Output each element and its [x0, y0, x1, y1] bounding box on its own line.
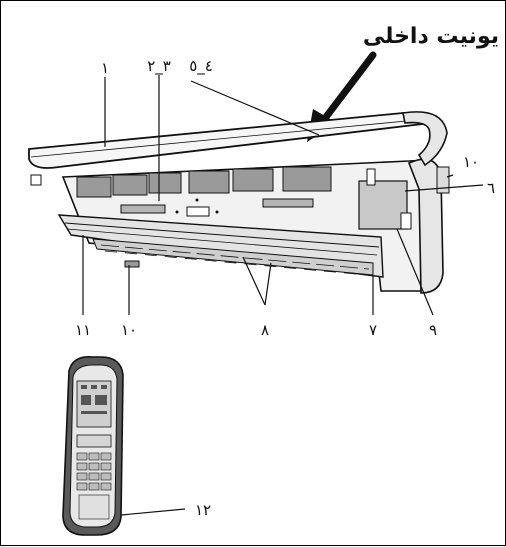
side-clip — [366, 168, 376, 186]
side-clip-lower — [400, 212, 412, 230]
callout-10-top: ۱۰ — [463, 153, 479, 171]
air-filters — [76, 166, 332, 214]
callout-10-bottom: ۱۰ — [121, 321, 137, 339]
remote-control — [62, 355, 124, 536]
front-panel-open — [28, 111, 448, 186]
callout-8: ۸ — [261, 321, 269, 339]
callout-6: ٦ — [487, 179, 495, 197]
callout-1: ۱ — [101, 59, 109, 77]
callout-12: ۱۲ — [195, 501, 211, 519]
callout-2-3: ۲_۳ — [147, 57, 171, 76]
diagram-title: یونیت داخلی — [363, 24, 499, 49]
callout-7: ۷ — [369, 321, 377, 339]
display-panel — [175, 198, 219, 217]
callout-11: ۱۱ — [75, 321, 91, 339]
callout-4-5: ٤_٥ — [189, 57, 213, 76]
side-inner-panel — [358, 180, 408, 230]
front-sensor — [124, 260, 140, 268]
callout-9: ۹ — [429, 321, 437, 339]
leader-lines — [82, 75, 484, 516]
